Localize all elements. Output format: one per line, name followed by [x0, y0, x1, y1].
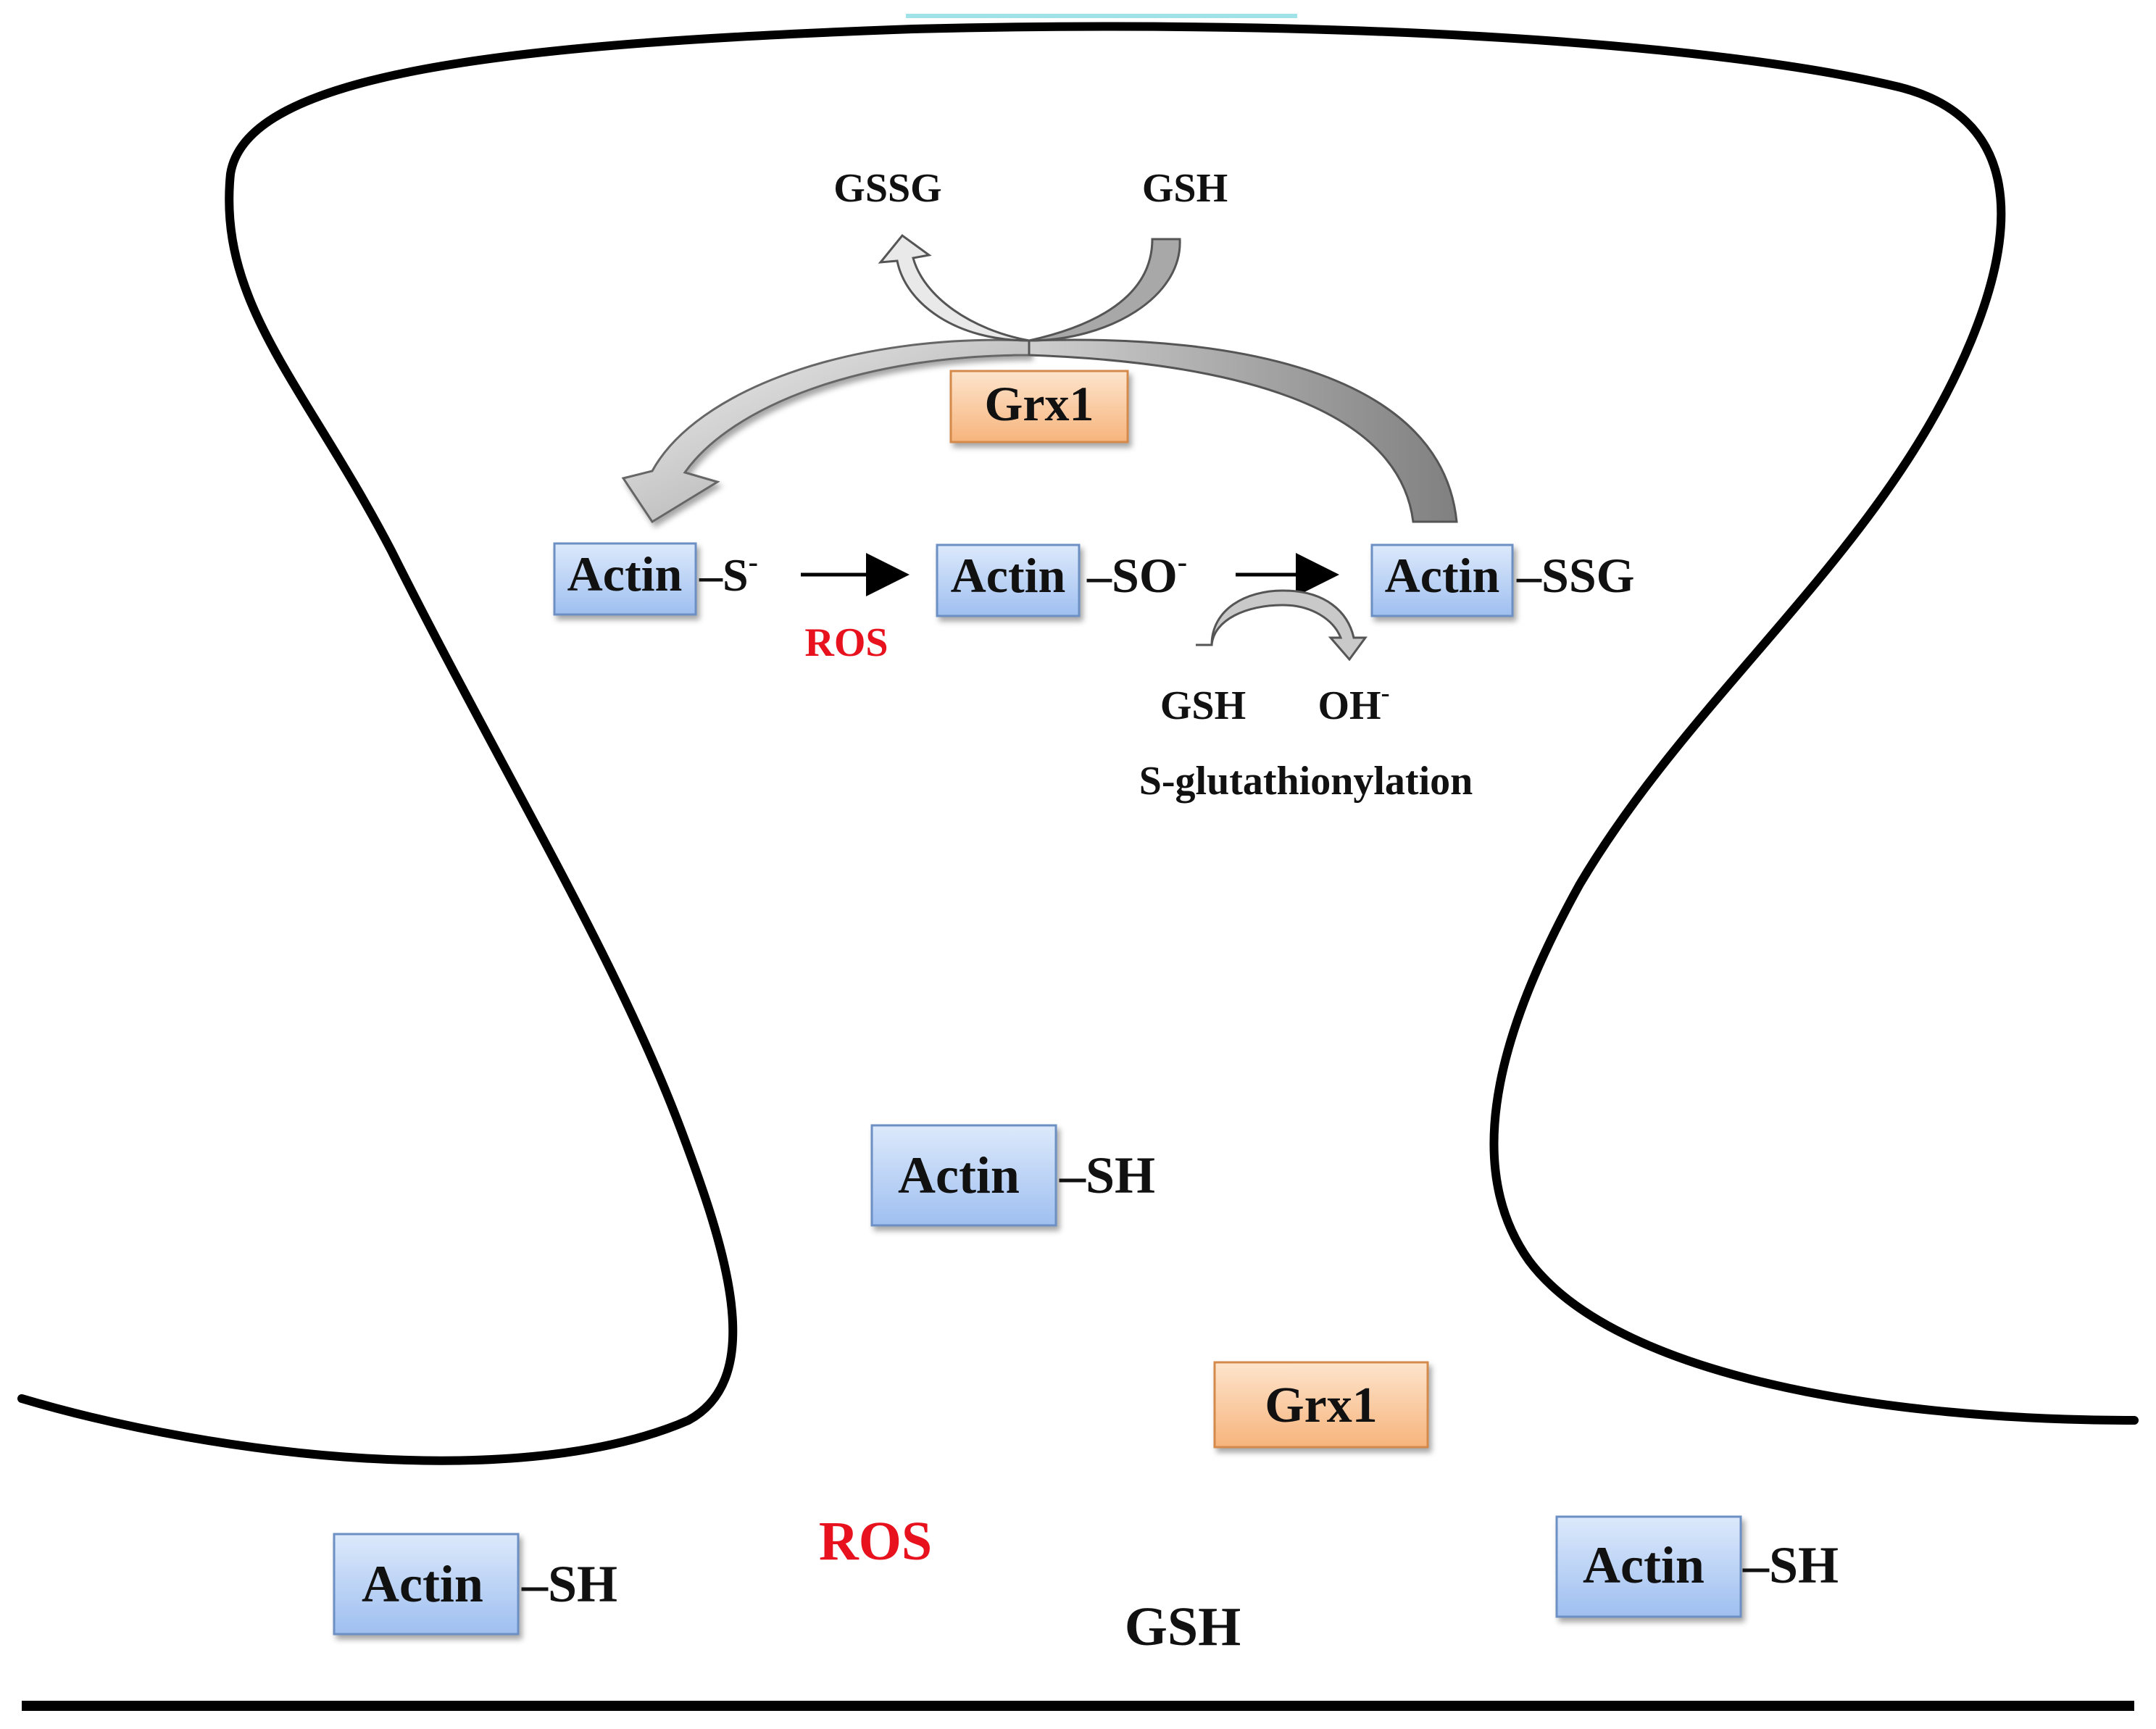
actin-box-1: Actin [553, 542, 697, 616]
big-curved-arrow-left [621, 338, 1031, 524]
ros-label-top: ROS [804, 620, 888, 665]
grx1-label-lower: Grx1 [1265, 1378, 1378, 1433]
big-curved-arrow-right [1028, 338, 1458, 523]
actin-2-suffix: –SO- [1086, 546, 1187, 603]
actin-right-label: Actin [1583, 1536, 1705, 1594]
ros-label-lower: ROS [819, 1511, 932, 1572]
spine-membrane [17, 22, 2139, 1465]
actin-3-suffix: –SSG [1516, 548, 1635, 603]
actin-box-center: Actin [870, 1124, 1057, 1227]
actin-right-suffix: –SH [1742, 1536, 1839, 1594]
actin-box-right: Actin [1555, 1515, 1742, 1618]
actin-3-label: Actin [1385, 548, 1500, 603]
gsh-mid-label: GSH [1160, 683, 1246, 728]
oh-label: OH- [1318, 678, 1389, 728]
actin-box-3: Actin [1370, 543, 1514, 617]
actin-2-label: Actin [951, 548, 1066, 603]
gssg-label: GSSG [833, 166, 941, 211]
gsh-lower-label: GSH [1125, 1596, 1241, 1657]
actin-center-suffix: –SH [1059, 1146, 1155, 1204]
grx1-label-top: Grx1 [984, 376, 1094, 431]
actin-box-2: Actin [936, 543, 1081, 617]
actin-center-label: Actin [898, 1146, 1020, 1204]
actin-1-label: Actin [567, 546, 683, 601]
grx1-box-lower: Grx1 [1213, 1361, 1429, 1449]
actin-1-suffix: –S- [699, 546, 758, 601]
grx1-box-top: Grx1 [949, 370, 1129, 443]
gsh-intake-arrow [1028, 238, 1181, 342]
s-glutathionylation-label: S-glutathionylation [1139, 759, 1473, 804]
actin-left-label: Actin [362, 1555, 483, 1613]
gsh-top-label: GSH [1142, 166, 1228, 211]
actin-left-suffix: –SH [521, 1555, 617, 1613]
gsh-oh-exchange-arrow [1196, 589, 1368, 662]
actin-box-left: Actin [333, 1533, 520, 1636]
gssg-release-arrow [878, 233, 1030, 342]
